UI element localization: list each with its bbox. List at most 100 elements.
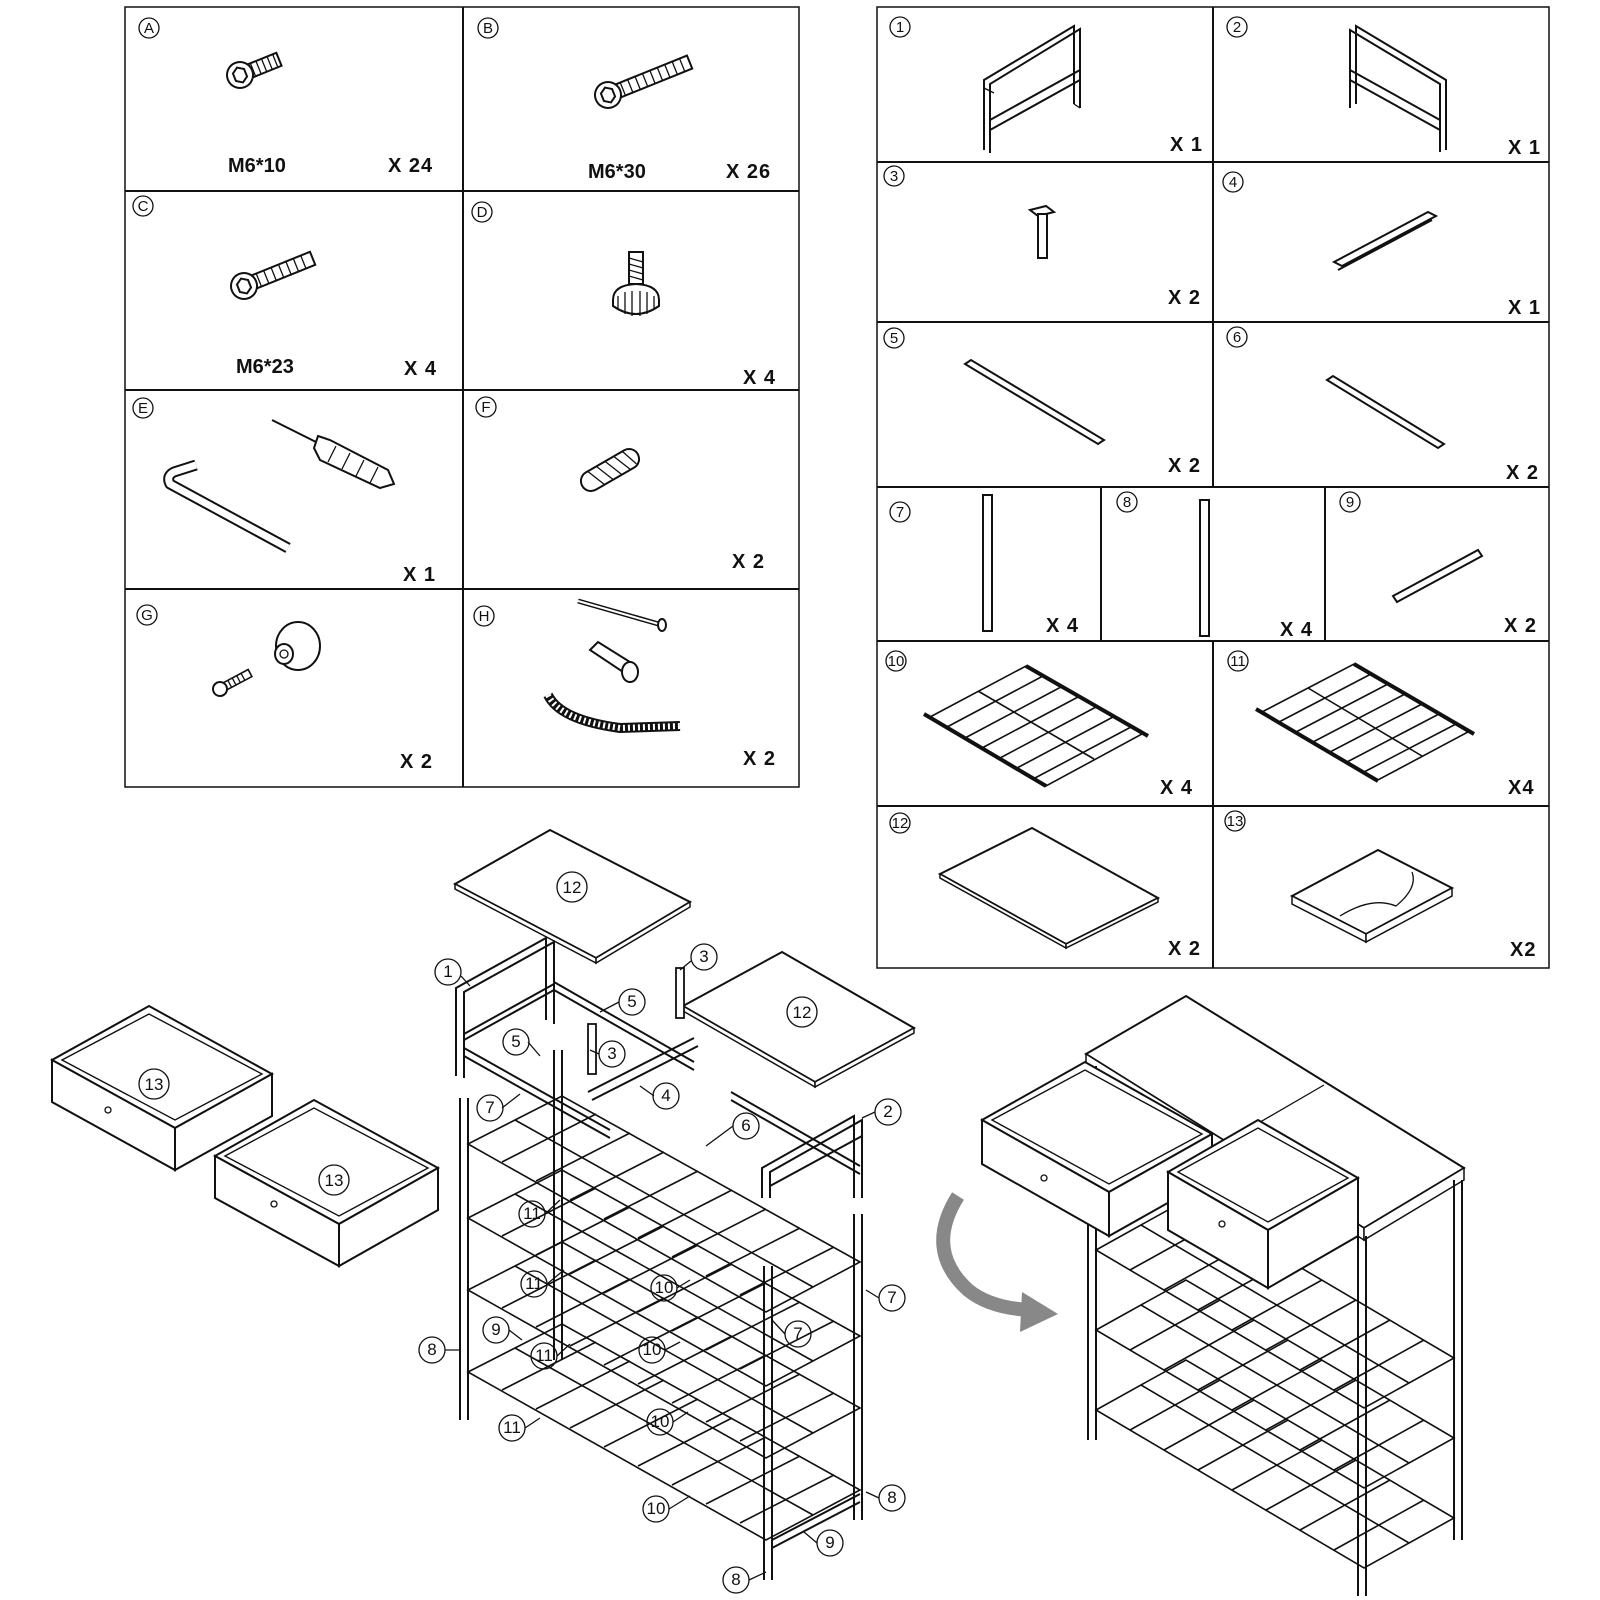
drawer-rail-part [1331, 210, 1439, 271]
svg-text:11: 11 [535, 1346, 553, 1365]
quantity-label: X 1 [1508, 137, 1541, 159]
assembly-callout: 3 [690, 943, 718, 971]
quantity-label: X 4 [1046, 615, 1079, 637]
part-badge-5: 5 [883, 327, 905, 349]
arrow-icon [936, 1192, 1058, 1332]
svg-text:F: F [481, 399, 490, 416]
assembly-callout: 13 [138, 1068, 170, 1100]
connecting-bar-part [1325, 374, 1446, 450]
wall-anchor-icon [588, 640, 639, 683]
svg-text:10: 10 [888, 653, 905, 670]
svg-text:9: 9 [491, 1320, 500, 1339]
assembly-callout: 9 [482, 1316, 510, 1344]
assembly-callout: 11 [518, 1200, 546, 1228]
part-badge-10: 10 [885, 650, 907, 672]
svg-text:6: 6 [1233, 329, 1241, 346]
spec-label: M6*23 [236, 356, 294, 378]
assembly-callout: 6 [732, 1112, 760, 1140]
wall-screw-icon [577, 598, 667, 632]
svg-text:11: 11 [503, 1418, 521, 1437]
part-badge-7: 7 [889, 501, 911, 523]
assembly-callout: 12 [556, 871, 588, 903]
shelf-tier-2 [466, 1169, 862, 1387]
svg-text:10: 10 [651, 1412, 670, 1431]
drawer-knob-icon [274, 621, 321, 671]
assembly-callout: 9 [816, 1529, 844, 1557]
top-board-part [937, 826, 1161, 950]
assembly-callout: 5 [618, 988, 646, 1016]
part-badge-6: 6 [1226, 326, 1248, 348]
drawer-box [979, 1060, 1215, 1238]
assembly-callout: 12 [786, 996, 818, 1028]
svg-text:10: 10 [655, 1278, 674, 1297]
part-badge-8: 8 [1116, 491, 1138, 513]
quantity-label: X 2 [1504, 615, 1537, 637]
assembly-callout: 3 [598, 1040, 626, 1068]
quantity-label: X 1 [1508, 297, 1541, 319]
svg-text:4: 4 [1229, 174, 1237, 191]
side-frame-right-part [1349, 24, 1447, 152]
assembly-callout: 10 [638, 1336, 666, 1364]
bolt-m6x30-icon [590, 54, 694, 113]
quantity-label: X2 [1510, 939, 1536, 961]
svg-text:5: 5 [511, 1032, 520, 1051]
assembly-callout: 4 [652, 1082, 680, 1110]
svg-text:2: 2 [1233, 19, 1241, 36]
svg-text:7: 7 [793, 1324, 802, 1343]
assembly-callout: 7 [878, 1284, 906, 1312]
drawer-flatpack-part [1289, 848, 1455, 944]
svg-text:H: H [479, 608, 490, 625]
quantity-label: X 2 [1168, 455, 1201, 477]
hardware-badge-e: E [132, 397, 154, 419]
side-frame-left-part [983, 24, 1081, 153]
bracket-part [1027, 204, 1057, 259]
hardware-badge-f: F [475, 396, 497, 418]
assembly-callout: 8 [722, 1566, 750, 1594]
assembly-callout: 10 [642, 1495, 670, 1523]
svg-text:1: 1 [896, 19, 904, 36]
quantity-label: X 4 [404, 358, 437, 380]
upright-post-short-part [982, 494, 993, 632]
quantity-label: X 1 [1170, 134, 1203, 156]
shelf-tier-2 [1094, 1279, 1456, 1489]
svg-text:8: 8 [731, 1570, 740, 1589]
wooden-dowel-icon [579, 448, 641, 492]
bolt-m6x10-icon [222, 51, 283, 93]
quantity-label: X 4 [1280, 619, 1313, 641]
part-badge-1: 1 [889, 16, 911, 38]
quantity-label: X 26 [726, 161, 771, 183]
mesh-shelf-part [1254, 662, 1476, 783]
assembly-callout: 2 [874, 1098, 902, 1126]
hardware-badge-d: D [471, 201, 493, 223]
svg-text:3: 3 [607, 1044, 616, 1063]
svg-text:4: 4 [661, 1086, 670, 1105]
assembly-callout: 11 [498, 1414, 526, 1442]
callout-leaders [445, 960, 880, 1581]
part-badge-12: 12 [889, 812, 911, 834]
assembly-callout: 8 [878, 1484, 906, 1512]
svg-text:8: 8 [1123, 494, 1131, 511]
svg-text:8: 8 [427, 1340, 436, 1359]
quantity-label: X 2 [1168, 938, 1201, 960]
spec-label: M6*10 [228, 155, 286, 177]
drawer-box [212, 1098, 441, 1268]
svg-text:A: A [144, 20, 154, 37]
assembly-callout: 11 [520, 1270, 548, 1298]
quantity-label: X4 [1508, 777, 1534, 799]
parts-table [876, 6, 1550, 969]
svg-text:13: 13 [1227, 813, 1244, 830]
long-bar-part [963, 358, 1106, 446]
assembly-callout: 10 [646, 1408, 674, 1436]
svg-text:11: 11 [1230, 653, 1246, 670]
quantity-label: X 2 [1168, 287, 1201, 309]
svg-text:10: 10 [647, 1499, 666, 1518]
assembly-callout: 8 [418, 1336, 446, 1364]
assembly-callout: 5 [502, 1028, 530, 1056]
hardware-table [124, 6, 800, 788]
mesh-shelf-part [922, 664, 1149, 788]
svg-text:E: E [138, 400, 148, 417]
svg-text:5: 5 [627, 992, 636, 1011]
shelf-tier-1 [466, 1095, 862, 1313]
svg-text:12: 12 [793, 1003, 812, 1022]
knob-screw-icon [212, 668, 253, 697]
